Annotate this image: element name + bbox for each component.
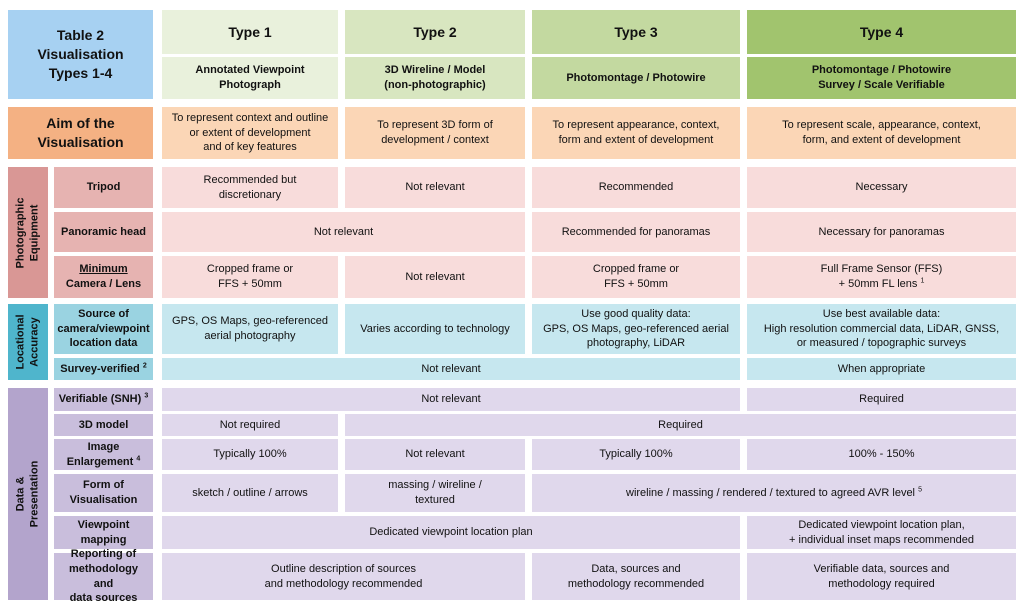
- model-3d-type1: Not required: [162, 414, 338, 436]
- form-visualisation-type2: massing / wireline / textured: [345, 474, 525, 512]
- type1-header: Type 1: [162, 10, 338, 54]
- form-visualisation-type3-4: wireline / massing / rendered / textured…: [532, 474, 1016, 512]
- aim-label: Aim of the Visualisation: [8, 107, 153, 159]
- reporting-type3: Data, sources and methodology recommende…: [532, 553, 740, 600]
- image-enlargement-type1: Typically 100%: [162, 439, 338, 470]
- form-visualisation-label: Form of Visualisation: [54, 474, 153, 512]
- image-enlargement-label-text: Image Enlargement: [66, 440, 134, 468]
- verifiable-label-text: Verifiable (SNH): [58, 393, 142, 406]
- survey-verified-type4: When appropriate: [747, 358, 1016, 380]
- viewpoint-mapping-label: Viewpoint mapping: [54, 516, 153, 549]
- reporting-type4: Verifiable data, sources and methodology…: [747, 553, 1016, 600]
- tripod-type2: Not relevant: [345, 167, 525, 208]
- model-3d-label: 3D model: [54, 414, 153, 436]
- panoramic-head-type3: Recommended for panoramas: [532, 212, 740, 252]
- source-data-type3: Use good quality data: GPS, OS Maps, geo…: [532, 304, 740, 354]
- panoramic-head-type4: Necessary for panoramas: [747, 212, 1016, 252]
- source-data-type1: GPS, OS Maps, geo-referenced aerial phot…: [162, 304, 338, 354]
- footnote-1-marker: 1: [920, 277, 925, 285]
- type2-description: 3D Wireline / Model (non-photographic): [345, 57, 525, 99]
- camera-lens-label: Minimum Camera / Lens: [54, 256, 153, 298]
- verifiable-type4: Required: [747, 388, 1016, 411]
- camera-lens-type1: Cropped frame or FFS + 50mm: [162, 256, 338, 298]
- image-enlargement-type2: Not relevant: [345, 439, 525, 470]
- aim-type1: To represent context and outline or exte…: [162, 107, 338, 159]
- survey-verified-label: Survey-verified 2: [54, 358, 153, 380]
- footnote-3-marker: 3: [144, 392, 149, 400]
- source-data-type2: Varies according to technology: [345, 304, 525, 354]
- footnote-4-marker: 4: [136, 454, 141, 462]
- camera-lens-label-text: Camera / Lens: [65, 278, 142, 290]
- type1-description: Annotated Viewpoint Photograph: [162, 57, 338, 99]
- aim-type2: To represent 3D form of development / co…: [345, 107, 525, 159]
- camera-lens-type3: Cropped frame or FFS + 50mm: [532, 256, 740, 298]
- footnote-5-marker: 5: [918, 485, 922, 493]
- source-data-label: Source of camera/viewpoint location data: [54, 304, 153, 354]
- aim-type4: To represent scale, appearance, context,…: [747, 107, 1016, 159]
- type4-description: Photomontage / Photowire Survey / Scale …: [747, 57, 1016, 99]
- table-title: Table 2 Visualisation Types 1-4: [8, 10, 153, 99]
- tripod-label: Tripod: [54, 167, 153, 208]
- camera-lens-type4: Full Frame Sensor (FFS) + 50mm FL lens 1: [747, 256, 1016, 298]
- form-visualisation-type3-4-text: wireline / massing / rendered / textured…: [626, 486, 916, 499]
- data-presentation-label: Data & Presentation: [14, 460, 41, 528]
- source-data-type4: Use best available data: High resolution…: [747, 304, 1016, 354]
- camera-lens-label-minimum: Minimum: [79, 263, 128, 276]
- photographic-equipment-category: Photographic Equipment: [8, 167, 48, 298]
- verifiable-type1-3: Not relevant: [162, 388, 740, 411]
- type3-description: Photomontage / Photowire: [532, 57, 740, 99]
- tripod-type3: Recommended: [532, 167, 740, 208]
- reporting-type1-2: Outline description of sources and metho…: [162, 553, 525, 600]
- type2-header: Type 2: [345, 10, 525, 54]
- panoramic-head-type1-2: Not relevant: [162, 212, 525, 252]
- footnote-2-marker: 2: [142, 361, 147, 369]
- type4-header: Type 4: [747, 10, 1016, 54]
- photographic-equipment-label: Photographic Equipment: [14, 197, 41, 268]
- verifiable-label: Verifiable (SNH) 3: [54, 388, 153, 411]
- locational-accuracy-category: Locational Accuracy: [8, 304, 48, 380]
- image-enlargement-type3: Typically 100%: [532, 439, 740, 470]
- reporting-label: Reporting of methodology and data source…: [54, 548, 153, 604]
- tripod-type4: Necessary: [747, 167, 1016, 208]
- camera-lens-type4-text: Full Frame Sensor (FFS) + 50mm FL lens: [820, 263, 943, 290]
- image-enlargement-label: Image Enlargement 4: [54, 439, 153, 470]
- tripod-type1: Recommended but discretionary: [162, 167, 338, 208]
- viewpoint-mapping-type1-3: Dedicated viewpoint location plan: [162, 516, 740, 549]
- panoramic-head-label: Panoramic head: [54, 212, 153, 252]
- viewpoint-mapping-type4: Dedicated viewpoint location plan, + ind…: [747, 516, 1016, 549]
- aim-type3: To represent appearance, context, form a…: [532, 107, 740, 159]
- image-enlargement-type4: 100% - 150%: [747, 439, 1016, 470]
- model-3d-type2-4: Required: [345, 414, 1016, 436]
- locational-accuracy-label: Locational Accuracy: [14, 314, 41, 370]
- data-presentation-category: Data & Presentation: [8, 388, 48, 600]
- type3-header: Type 3: [532, 10, 740, 54]
- form-visualisation-type1: sketch / outline / arrows: [162, 474, 338, 512]
- survey-verified-type1-3: Not relevant: [162, 358, 740, 380]
- camera-lens-type2: Not relevant: [345, 256, 525, 298]
- survey-verified-label-text: Survey-verified: [60, 362, 140, 375]
